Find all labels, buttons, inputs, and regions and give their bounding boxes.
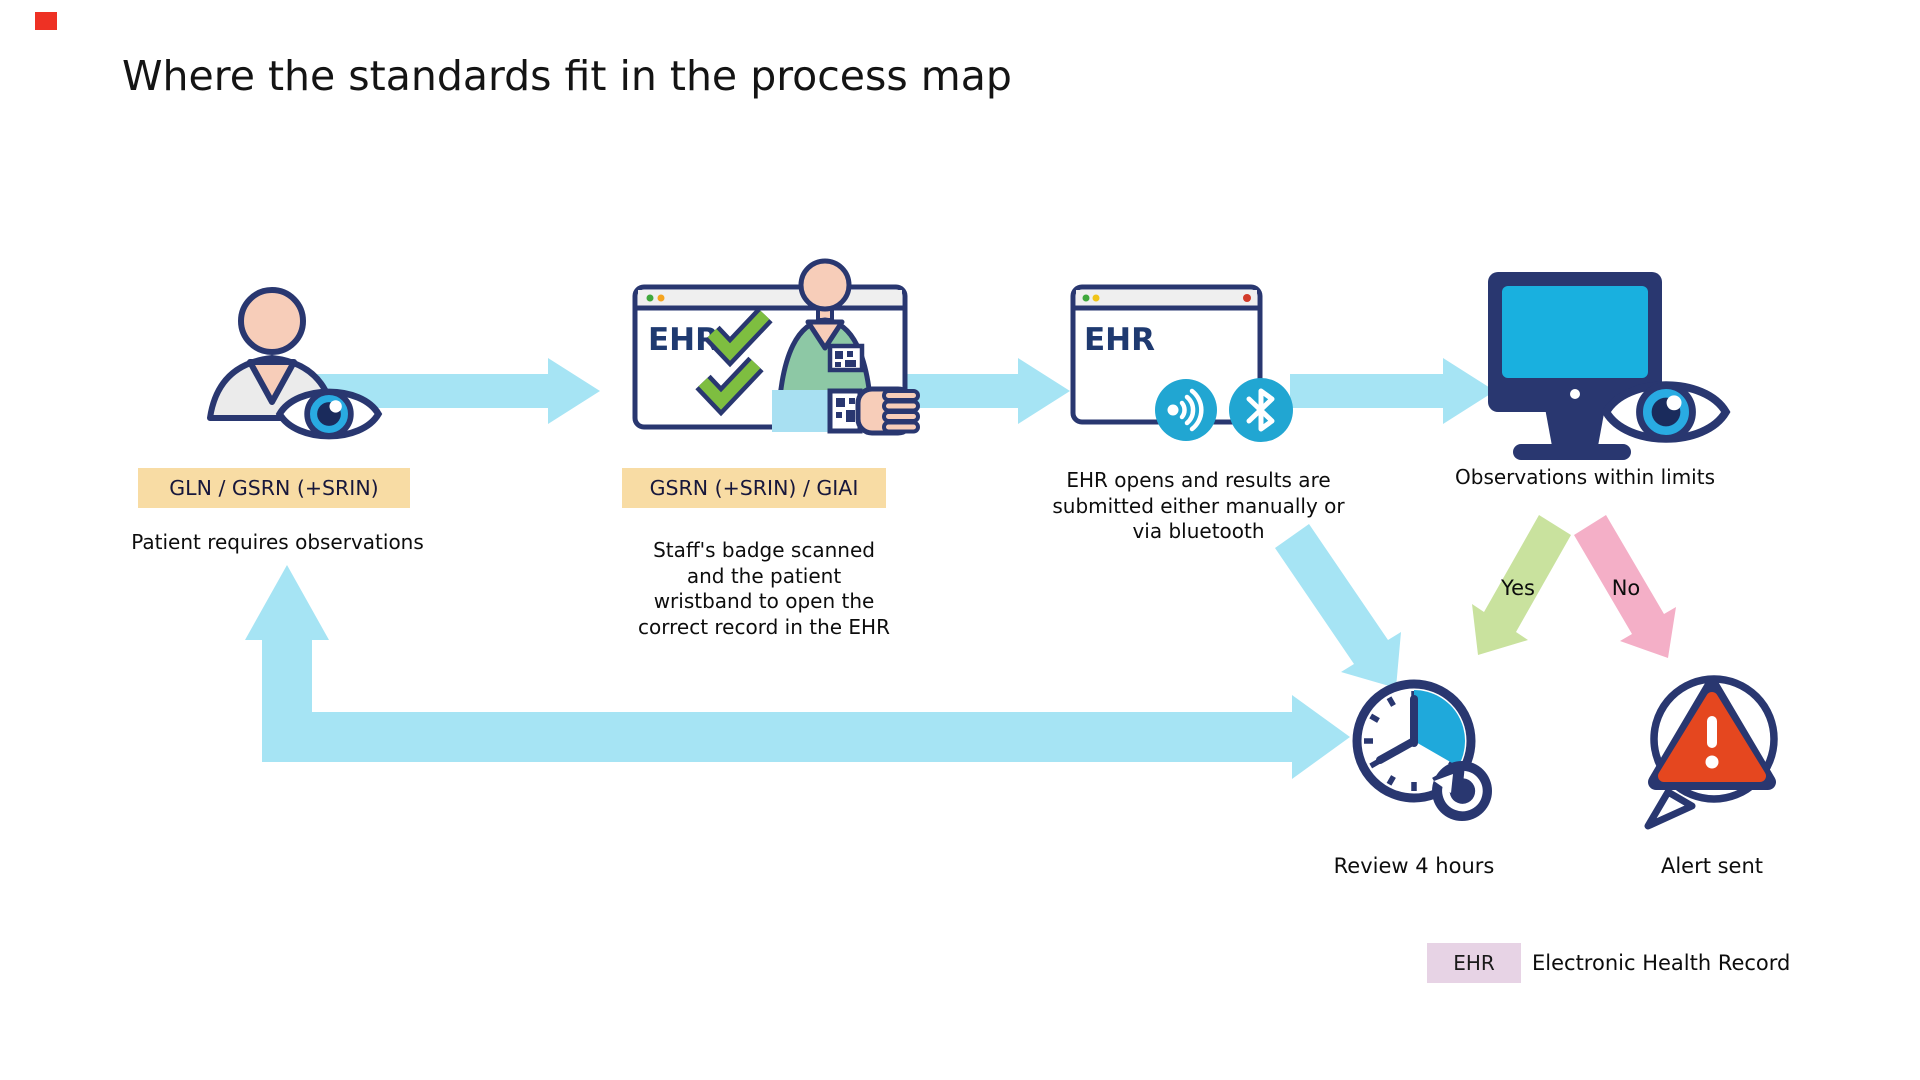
alert-label: Alert sent: [1660, 854, 1764, 878]
monitor-icon: [1488, 272, 1662, 460]
yes-label: Yes: [1501, 576, 1535, 600]
red-marker: [35, 12, 57, 30]
wristband-scan-icon: [772, 386, 920, 436]
to-review-arrow: [1275, 524, 1401, 688]
window-dot-yellow: [1092, 294, 1100, 302]
checkmark-icon: [695, 356, 764, 417]
no-arrow: [1574, 515, 1676, 658]
observation-eye-icon: [280, 392, 379, 436]
refresh-icon: [1432, 761, 1492, 821]
review-label: Review 4 hours: [1333, 854, 1495, 878]
step1-badge: GLN / GSRN (+SRIN): [138, 468, 410, 508]
flow-arrow-3: [1290, 358, 1495, 424]
step3-caption: EHR opens and results are submitted eith…: [1052, 468, 1345, 543]
step2-caption: Staff's badge scanned and the patient wr…: [638, 538, 890, 639]
yes-arrow: [1472, 515, 1571, 655]
checkmark-icon: [704, 307, 773, 368]
observation-eye-icon: [1606, 385, 1726, 438]
ehr-window-icon: EHR: [1070, 284, 1263, 425]
page-title: Where the standards fit in the process m…: [122, 52, 1012, 100]
no-label: No: [1611, 576, 1641, 600]
legend-ehr-badge: EHR: [1427, 943, 1521, 983]
window-dot-green: [646, 294, 654, 302]
step1-caption: Patient requires observations: [131, 530, 424, 554]
nfc-icon: [1155, 379, 1217, 441]
step2-badge: GSRN (+SRIN) / GIAI: [622, 468, 886, 508]
feedback-arrow: [245, 565, 1350, 779]
bluetooth-icon: [1229, 378, 1293, 442]
window-dot-red: [1243, 294, 1251, 302]
alert-bubble-icon: [1644, 675, 1778, 830]
clock-icon: [1352, 679, 1492, 821]
window-dot-orange: [657, 294, 665, 302]
staff-badge-icon: [827, 343, 865, 373]
ehr-window-title: EHR: [1084, 322, 1155, 358]
warning-triangle-icon: [1648, 679, 1776, 790]
step4-caption: Observations within limits: [1455, 465, 1715, 489]
legend-label: Electronic Health Record: [1532, 951, 1791, 975]
window-dot-green: [1082, 294, 1090, 302]
